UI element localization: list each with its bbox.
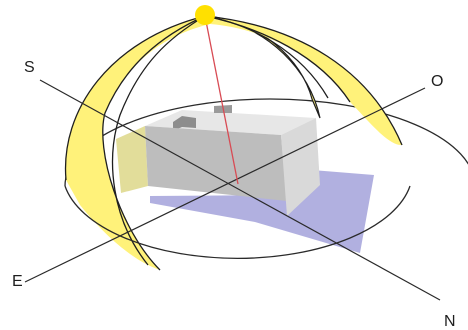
label-west: O <box>431 73 443 90</box>
label-south: S <box>24 59 35 76</box>
sun <box>195 5 215 25</box>
label-north: N <box>444 313 456 330</box>
building-left-face <box>116 126 148 193</box>
label-east: E <box>12 273 23 290</box>
